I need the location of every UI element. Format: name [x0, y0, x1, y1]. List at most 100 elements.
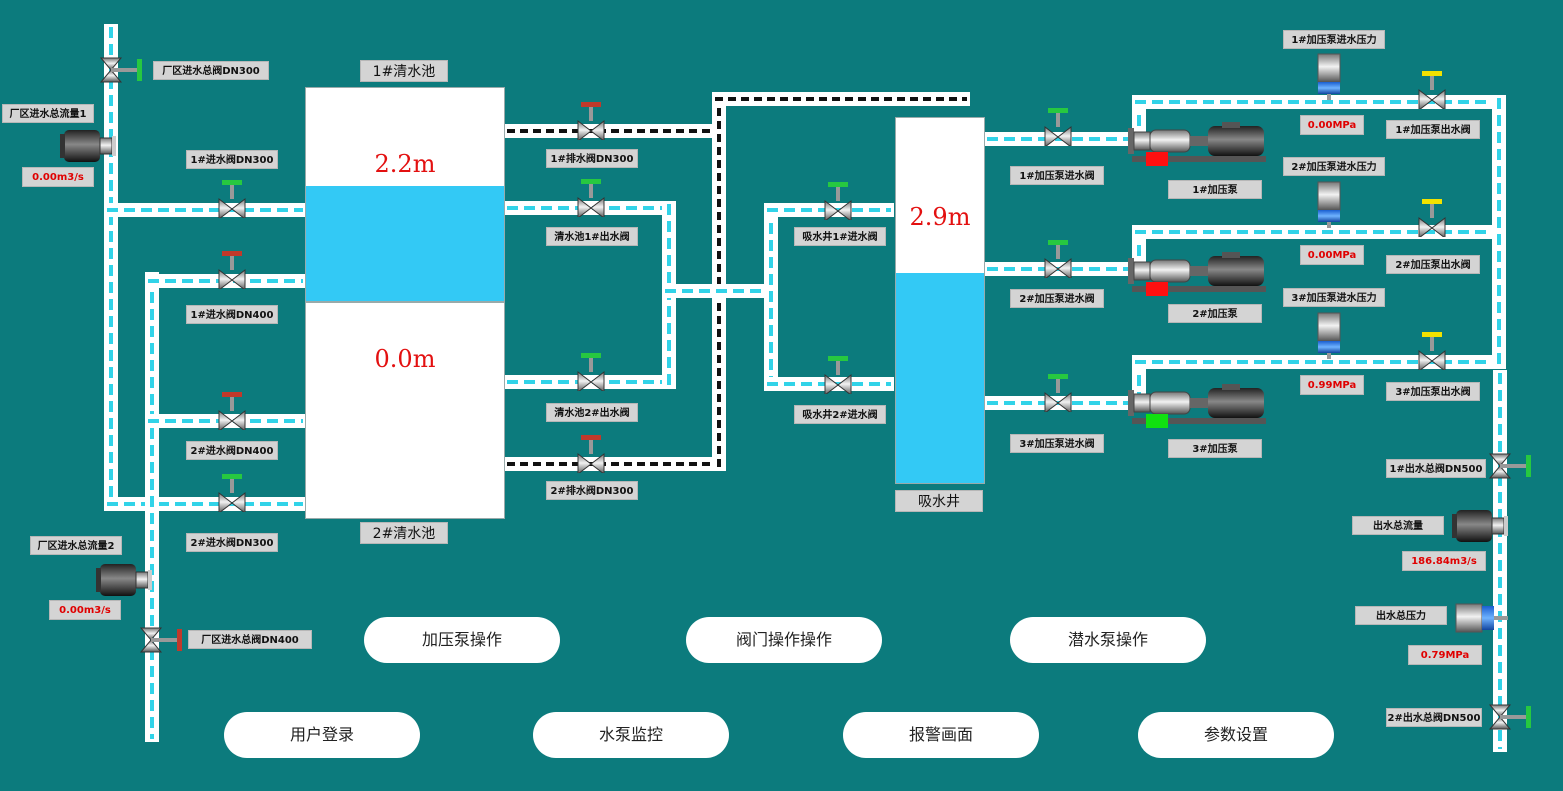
- pressure-label: 3#加压泵进水压力: [1283, 288, 1385, 307]
- valve-label: 1#排水阀DN300: [546, 149, 638, 168]
- flowmeter-icon: [1452, 510, 1508, 542]
- pipe: [1493, 370, 1507, 752]
- valve-icon[interactable]: [217, 249, 247, 289]
- flowmeter-label: 厂区进水总流量2: [30, 536, 122, 555]
- valve-icon[interactable]: [576, 100, 606, 140]
- pressure-label: 2#加压泵进水压力: [1283, 157, 1385, 176]
- tank-label: 吸水井: [895, 490, 983, 512]
- clean-water-tank-1: 2.2m: [305, 87, 505, 302]
- pump-label: 2#加压泵: [1168, 304, 1262, 323]
- flowmeter-value: 186.84m3/s: [1402, 551, 1486, 571]
- tank-level-readout: 0.0m: [374, 345, 436, 373]
- valve-label: 2#排水阀DN300: [546, 481, 638, 500]
- pressure-value: 0.99MPa: [1300, 375, 1364, 395]
- parameter-settings-button[interactable]: 参数设置: [1138, 712, 1334, 758]
- tank-label: 1#清水池: [360, 60, 448, 82]
- water-level-fill: [306, 186, 504, 301]
- valve-label: 1#加压泵进水阀: [1010, 166, 1104, 185]
- pipe: [764, 203, 778, 391]
- flowmeter-label: 出水总流量: [1352, 516, 1444, 535]
- booster-pump-icon[interactable]: [1128, 382, 1268, 432]
- pressure-label: 1#加压泵进水压力: [1283, 30, 1385, 49]
- user-login-button[interactable]: 用户登录: [224, 712, 420, 758]
- valve-icon[interactable]: [1488, 452, 1532, 480]
- flowmeter-icon: [96, 564, 152, 596]
- valve-icon[interactable]: [1043, 238, 1073, 278]
- valve-label: 吸水井2#进水阀: [794, 405, 886, 424]
- pressure-gauge-icon: [1317, 312, 1341, 359]
- valve-icon[interactable]: [1043, 106, 1073, 146]
- booster-pump-operation-button[interactable]: 加压泵操作: [364, 617, 560, 663]
- alarm-screen-button[interactable]: 报警画面: [843, 712, 1039, 758]
- valve-label: 厂区进水总阀DN300: [153, 61, 269, 80]
- pressure-value: 0.00MPa: [1300, 115, 1364, 135]
- drain-pipe: [504, 124, 726, 138]
- pump-monitor-button[interactable]: 水泵监控: [533, 712, 729, 758]
- valve-icon[interactable]: [1488, 703, 1532, 731]
- pressure-gauge-icon: [1317, 181, 1341, 228]
- clean-water-tank-2: 0.0m: [305, 302, 505, 519]
- pipe: [984, 132, 1132, 146]
- valve-label: 2#加压泵出水阀: [1386, 255, 1480, 274]
- flowmeter-value: 0.00m3/s: [22, 167, 94, 187]
- valve-label: 3#加压泵出水阀: [1386, 382, 1480, 401]
- flowmeter-value: 0.00m3/s: [49, 600, 121, 620]
- pipe: [1132, 225, 1506, 239]
- pressure-label: 出水总压力: [1355, 606, 1447, 625]
- valve-icon[interactable]: [823, 354, 853, 394]
- valve-icon[interactable]: [217, 390, 247, 430]
- valve-label: 清水池1#出水阀: [546, 227, 638, 246]
- suction-well: 2.9m: [895, 117, 985, 484]
- tank-level-readout: 2.9m: [909, 203, 971, 231]
- valve-icon[interactable]: [576, 433, 606, 473]
- pressure-transmitter-icon: [1455, 603, 1508, 633]
- valve-icon[interactable]: [1417, 197, 1447, 237]
- valve-label: 2#出水总阀DN500: [1386, 708, 1482, 727]
- valve-icon[interactable]: [99, 56, 143, 84]
- tank-level-readout: 2.2m: [374, 150, 436, 178]
- pipe: [1132, 355, 1506, 369]
- valve-icon[interactable]: [1043, 372, 1073, 412]
- flowmeter-icon: [60, 130, 116, 162]
- valve-icon[interactable]: [1417, 69, 1447, 109]
- valve-label: 厂区进水总阀DN400: [188, 630, 312, 649]
- valve-icon[interactable]: [1417, 330, 1447, 370]
- valve-label: 吸水井1#进水阀: [794, 227, 886, 246]
- pipe: [1132, 95, 1506, 109]
- pipe: [662, 284, 778, 298]
- pressure-value: 0.79MPa: [1408, 645, 1482, 665]
- flowmeter-label: 厂区进水总流量1: [2, 104, 94, 123]
- valve-label: 清水池2#出水阀: [546, 403, 638, 422]
- pump-label: 3#加压泵: [1168, 439, 1262, 458]
- drain-pipe: [712, 92, 726, 471]
- pipe: [1492, 95, 1506, 369]
- tank-label: 2#清水池: [360, 522, 448, 544]
- pipe: [104, 24, 118, 508]
- valve-icon[interactable]: [576, 351, 606, 391]
- valve-label: 1#进水阀DN400: [186, 305, 278, 324]
- valve-icon[interactable]: [823, 180, 853, 220]
- submersible-pump-operation-button[interactable]: 潜水泵操作: [1010, 617, 1206, 663]
- pressure-value: 0.00MPa: [1300, 245, 1364, 265]
- pipe: [145, 272, 159, 742]
- drain-pipe: [504, 457, 726, 471]
- valve-icon[interactable]: [139, 626, 183, 654]
- water-level-fill: [896, 273, 984, 483]
- valve-label: 2#加压泵进水阀: [1010, 289, 1104, 308]
- pipe: [104, 203, 306, 217]
- valve-icon[interactable]: [217, 178, 247, 218]
- valve-label: 1#加压泵出水阀: [1386, 120, 1480, 139]
- valve-icon[interactable]: [217, 472, 247, 512]
- booster-pump-icon[interactable]: [1128, 120, 1268, 170]
- drain-pipe: [712, 92, 970, 106]
- pressure-gauge-icon: [1317, 53, 1341, 100]
- valve-label: 2#进水阀DN400: [186, 441, 278, 460]
- valve-label: 1#出水总阀DN500: [1386, 459, 1486, 478]
- valve-label: 3#加压泵进水阀: [1010, 434, 1104, 453]
- pipe: [104, 497, 306, 511]
- booster-pump-icon[interactable]: [1128, 250, 1268, 300]
- valve-label: 2#进水阀DN300: [186, 533, 278, 552]
- valve-operation-button[interactable]: 阀门操作操作: [686, 617, 882, 663]
- valve-icon[interactable]: [576, 177, 606, 217]
